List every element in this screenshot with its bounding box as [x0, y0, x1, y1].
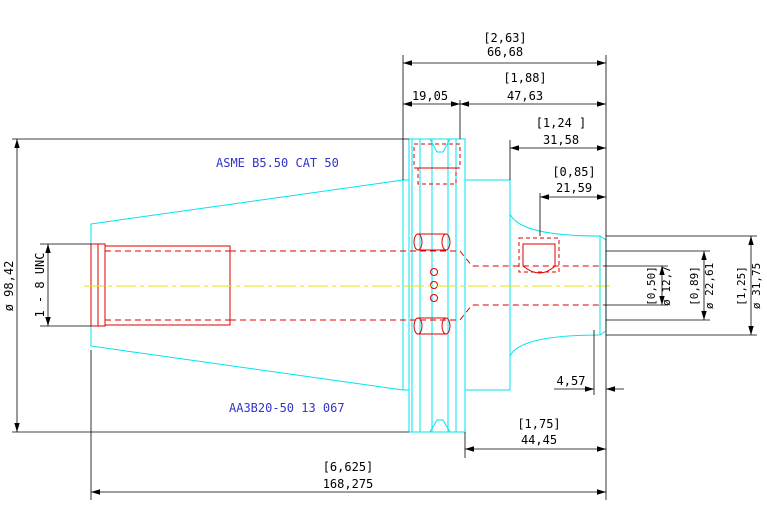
dim-overall-length-in: [6,625] [323, 460, 374, 474]
dim-slot-to-end-in: [0,85] [552, 165, 595, 179]
dim-neck-to-end-mm: 31,58 [543, 133, 579, 147]
dim-flange-to-end-in: [2,63] [483, 31, 526, 45]
hidden-geometry [90, 143, 606, 335]
dim-flange-width-mm: 19,05 [412, 89, 448, 103]
note-part-number: AA3B20-50 13 067 [229, 401, 345, 415]
dim-gauge-to-end-mm: 44,45 [521, 433, 557, 447]
body-cylinder [465, 179, 511, 391]
coolant-hole [413, 233, 423, 251]
dim-overall-length-mm: 168,275 [323, 477, 374, 491]
dim-bore-small-mm: ø 12,7 [660, 266, 673, 306]
dim-bore-mid-mm: ø 22,61 [703, 263, 716, 309]
dimension-texts: [2,63] 66,68 19,05 [1,88] 47,63 [1,24 ] … [2, 31, 763, 491]
dim-gauge-to-end-in: [1,75] [517, 417, 560, 431]
dim-thread: 1 - 8 UNC [33, 252, 47, 317]
note-standard: ASME B5.50 CAT 50 [216, 156, 339, 170]
dim-body-to-end-mm: 47,63 [507, 89, 543, 103]
dim-bore-large-mm: ø 31,75 [750, 263, 763, 309]
dim-bore-small-in: [0,50] [645, 266, 658, 306]
dim-body-to-end-in: [1,88] [503, 71, 546, 85]
taper-cone [90, 179, 404, 391]
pull-stud-neck [509, 213, 601, 357]
dim-bore-mid-in: [0,89] [688, 266, 701, 306]
dim-end-offset-mm: 4,57 [557, 374, 586, 388]
dim-flange-to-end-mm: 66,68 [487, 45, 523, 59]
dimension-lines [12, 55, 757, 500]
dim-neck-to-end-in: [1,24 ] [536, 116, 587, 130]
dim-slot-to-end-mm: 21,59 [556, 181, 592, 195]
pull-stud-recess [518, 237, 560, 273]
dim-taper-diameter: ø 98,42 [2, 261, 16, 312]
dim-bore-large-in: [1,25] [735, 266, 748, 306]
